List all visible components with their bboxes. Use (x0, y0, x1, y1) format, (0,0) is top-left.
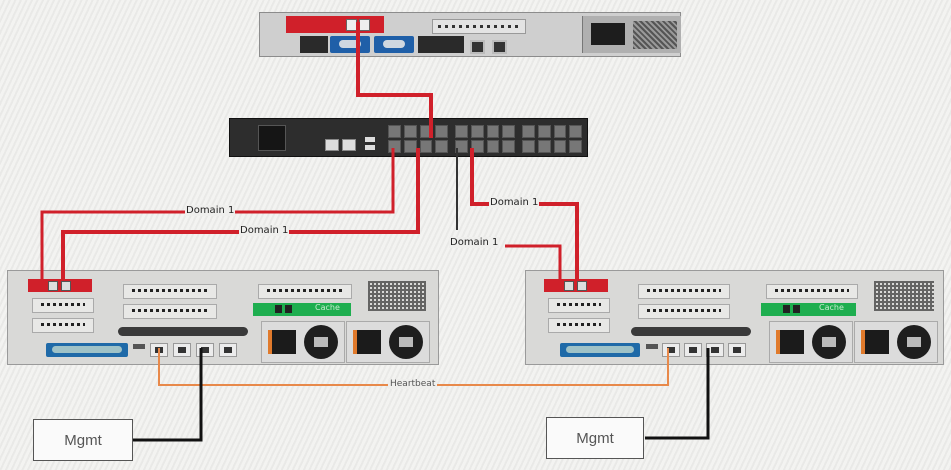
pcie-slot (638, 284, 730, 299)
usb-port (133, 344, 145, 349)
power-supply (854, 321, 938, 363)
power-supply (769, 321, 853, 363)
fan-icon (812, 325, 846, 359)
pcie-slot (766, 284, 858, 299)
vga-ports (560, 343, 640, 357)
usb-port (365, 137, 375, 142)
cable-domain-right-upper (470, 148, 579, 280)
cache-card-label: Cache (819, 303, 844, 312)
pcie-slot (123, 304, 217, 319)
ethernet-port (783, 305, 790, 313)
power-supply (346, 321, 430, 363)
io-block (418, 36, 464, 53)
handle-bar (631, 327, 751, 336)
lom-port-1 (150, 343, 168, 357)
lom-port-1 (662, 343, 680, 357)
label-domain-left-upper: Domain 1 (185, 205, 236, 216)
power-supply (582, 16, 681, 53)
switch-mgmt-port (325, 139, 339, 151)
fan-icon (897, 325, 931, 359)
ethernet-port (275, 305, 282, 313)
handle-bar (118, 327, 248, 336)
power-supply (261, 321, 345, 363)
pcie-slot (548, 318, 610, 333)
mgmt-box-right: Mgmt (546, 417, 644, 459)
label-heartbeat: Heartbeat (388, 379, 438, 389)
server-right-cache-card: Cache (761, 303, 856, 316)
lom-port-4 (219, 343, 237, 357)
nic-port (346, 19, 357, 31)
top-server-nic-card (286, 16, 384, 33)
vent-grill (633, 21, 677, 49)
top-server (259, 12, 681, 57)
pcie-slot (123, 284, 217, 299)
power-plug-icon (268, 330, 296, 354)
server-right: Cache (525, 270, 944, 365)
vent-grill (874, 281, 934, 311)
vga-port (374, 36, 414, 53)
pcie-slot (32, 318, 94, 333)
ethernet-port (492, 40, 507, 54)
power-plug-icon (861, 330, 889, 354)
power-plug-icon (591, 23, 625, 45)
server-left-nic-card (28, 279, 92, 292)
switch-port-bank (455, 125, 515, 153)
ethernet-port (285, 305, 292, 313)
server-right-nic-card (544, 279, 608, 292)
switch-port-bank (388, 125, 448, 153)
vga-ports (46, 343, 128, 357)
usb-port (646, 344, 658, 349)
switch-port-bank (522, 125, 582, 153)
nic-port (577, 281, 587, 291)
pcie-slot (432, 19, 526, 34)
lom-port-2 (173, 343, 191, 357)
label-domain-right-lower: Domain 1 (449, 237, 500, 248)
pcie-slot (258, 284, 352, 299)
nic-port (61, 281, 71, 291)
pcie-slot (638, 304, 730, 319)
lom-port-2 (684, 343, 702, 357)
pcie-slot (32, 298, 94, 313)
lom-port-4 (728, 343, 746, 357)
vent-grill (368, 281, 426, 311)
lom-port-3 (706, 343, 724, 357)
mgmt-label-left: Mgmt (64, 431, 102, 449)
nic-port (48, 281, 58, 291)
server-left: Cache (7, 270, 439, 365)
network-switch (229, 118, 588, 157)
power-plug-icon (776, 330, 804, 354)
nic-port (564, 281, 574, 291)
cable-domain-left-lower (61, 148, 420, 280)
ethernet-port (793, 305, 800, 313)
vga-port (330, 36, 370, 53)
server-left-cache-card: Cache (253, 303, 351, 316)
lom-port-3 (196, 343, 214, 357)
label-domain-left-lower: Domain 1 (239, 225, 290, 236)
switch-console-port (342, 139, 356, 151)
pcie-slot (548, 298, 610, 313)
fan-icon (304, 325, 338, 359)
mgmt-label-right: Mgmt (576, 429, 614, 447)
nic-port (359, 19, 370, 31)
ethernet-port (470, 40, 485, 54)
mgmt-box-left: Mgmt (33, 419, 133, 461)
label-domain-right-upper: Domain 1 (489, 197, 540, 208)
usb-port (365, 145, 375, 150)
switch-power-inlet (258, 125, 286, 151)
fan-icon (389, 325, 423, 359)
io-block (300, 36, 328, 53)
power-plug-icon (353, 330, 381, 354)
cache-card-label: Cache (315, 303, 340, 312)
